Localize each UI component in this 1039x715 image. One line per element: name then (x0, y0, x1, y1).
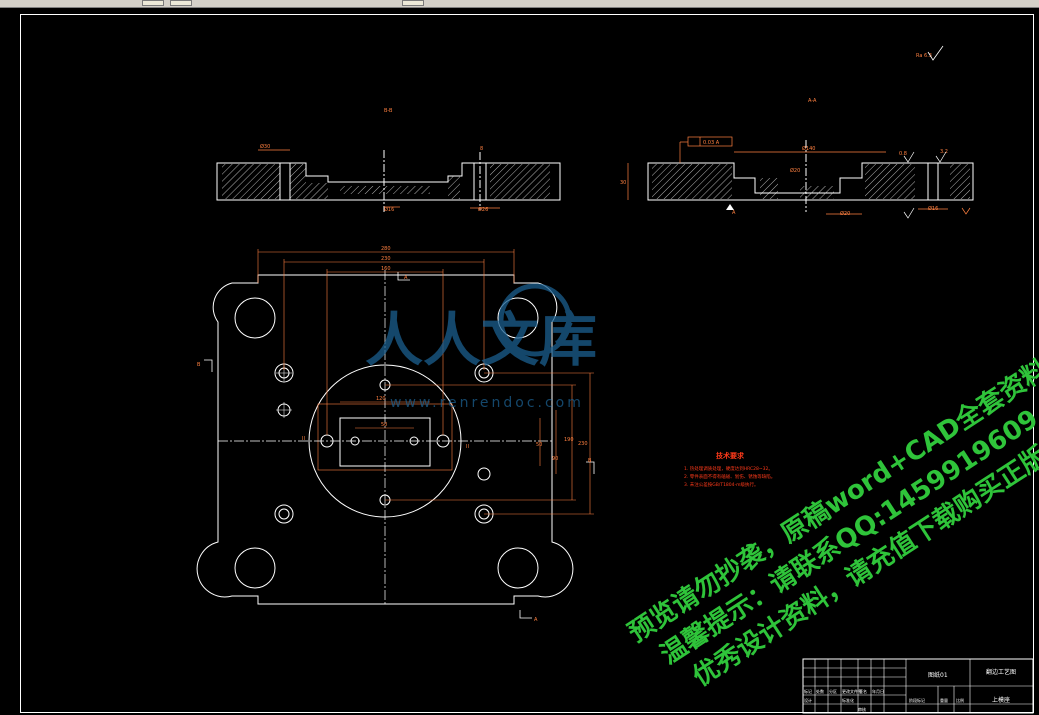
svg-text:Ø20: Ø20 (840, 210, 850, 217)
watermark-text: 预览请勿抄袭，原稿word+CAD全套资料！ 温馨提示：请联系QQ:145991… (623, 339, 1039, 692)
svg-text:30: 30 (620, 180, 626, 186)
svg-text:II: II (302, 436, 305, 442)
roughness-symbol-top: Ra 6.3 (916, 45, 944, 61)
svg-text:230: 230 (578, 441, 588, 447)
svg-text:230: 230 (381, 256, 391, 262)
toolbar-button-3[interactable] (402, 0, 424, 6)
svg-text:120: 120 (376, 396, 386, 402)
svg-text:A: A (534, 617, 538, 623)
watermark-logo: 人人文库 www.renrendoc.com (365, 283, 597, 411)
svg-text:Ø16: Ø16 (928, 205, 938, 212)
svg-text:280: 280 (381, 246, 391, 252)
svg-text:A: A (404, 275, 408, 281)
svg-text:图纸01: 图纸01 (928, 671, 948, 679)
svg-text:翻边工艺图: 翻边工艺图 (986, 668, 1016, 676)
toolbar-button-1[interactable] (142, 0, 164, 6)
svg-text:Ø16: Ø16 (384, 206, 394, 213)
svg-text:温馨提示：请联系QQ:1459919609: 温馨提示：请联系QQ:1459919609 (655, 404, 1039, 671)
svg-text:Ø26: Ø26 (478, 206, 488, 213)
plan-view: 280 230 160 120 50 230 190 90 50 A A B B (196, 246, 595, 623)
svg-text:Ø140: Ø140 (802, 145, 815, 152)
svg-text:处数: 处数 (816, 688, 824, 694)
svg-text:B: B (588, 458, 592, 464)
svg-text:3. 未注公差按GB/T1804-m级执行。: 3. 未注公差按GB/T1804-m级执行。 (684, 481, 759, 488)
svg-text:0.03 A: 0.03 A (703, 140, 720, 146)
svg-text:签名: 签名 (859, 688, 867, 694)
svg-text:标准化: 标准化 (842, 697, 854, 703)
svg-text:重量: 重量 (940, 697, 948, 703)
svg-text:阶段标记: 阶段标记 (909, 697, 925, 703)
svg-text:90: 90 (552, 456, 558, 462)
svg-text:www.renrendoc.com: www.renrendoc.com (390, 395, 584, 411)
svg-text:技术要求: 技术要求 (716, 451, 745, 460)
svg-text:0.8: 0.8 (899, 151, 907, 157)
svg-text:人人文库: 人人文库 (365, 306, 597, 374)
svg-text:190: 190 (564, 437, 574, 443)
svg-text:更改文件号: 更改文件号 (842, 688, 862, 694)
svg-text:年月日: 年月日 (872, 688, 884, 694)
svg-text:160: 160 (381, 266, 391, 272)
svg-text:3.2: 3.2 (940, 149, 948, 155)
svg-text:Ø20: Ø20 (790, 167, 800, 174)
section-view-bb: B-B Ø30 Ø16 Ø26 8 (216, 108, 561, 213)
svg-text:比例: 比例 (956, 697, 964, 703)
title-block: 图纸01 翻边工艺图 上模座 标记 处数 分区 更改文件号 签名 年月日 设计 … (802, 658, 1034, 714)
svg-text:上模座: 上模座 (992, 696, 1010, 704)
svg-text:标记: 标记 (804, 688, 812, 694)
section-view-aa: A-A 0.03 A Ø140 30 Ø20 Ø20 Ø16 A 0.8 3.2 (620, 98, 974, 219)
svg-text:2. 零件表面不得有磕碰、划伤、锈蚀等缺陷。: 2. 零件表面不得有磕碰、划伤、锈蚀等缺陷。 (684, 473, 775, 480)
technical-requirements: 技术要求 1. 热处理调质处理，硬度达到HRC28~32。 2. 零件表面不得有… (684, 451, 775, 488)
svg-text:50: 50 (536, 442, 542, 448)
svg-text:设计: 设计 (804, 697, 812, 703)
svg-text:II: II (466, 444, 469, 450)
svg-text:Ø30: Ø30 (260, 143, 270, 150)
svg-text:A: A (732, 210, 736, 216)
svg-text:分区: 分区 (829, 688, 837, 694)
label-section-bb: B-B (384, 108, 393, 114)
label-section-aa: A-A (808, 98, 817, 104)
toolbar-button-2[interactable] (170, 0, 192, 6)
svg-text:50: 50 (381, 422, 387, 428)
svg-text:8: 8 (480, 146, 483, 152)
svg-text:审核: 审核 (858, 706, 866, 712)
svg-text:B: B (197, 362, 201, 368)
svg-text:Ra 6.3: Ra 6.3 (916, 53, 932, 59)
toolbar-strip (0, 0, 1039, 8)
svg-text:1. 热处理调质处理，硬度达到HRC28~32。: 1. 热处理调质处理，硬度达到HRC28~32。 (684, 465, 773, 472)
